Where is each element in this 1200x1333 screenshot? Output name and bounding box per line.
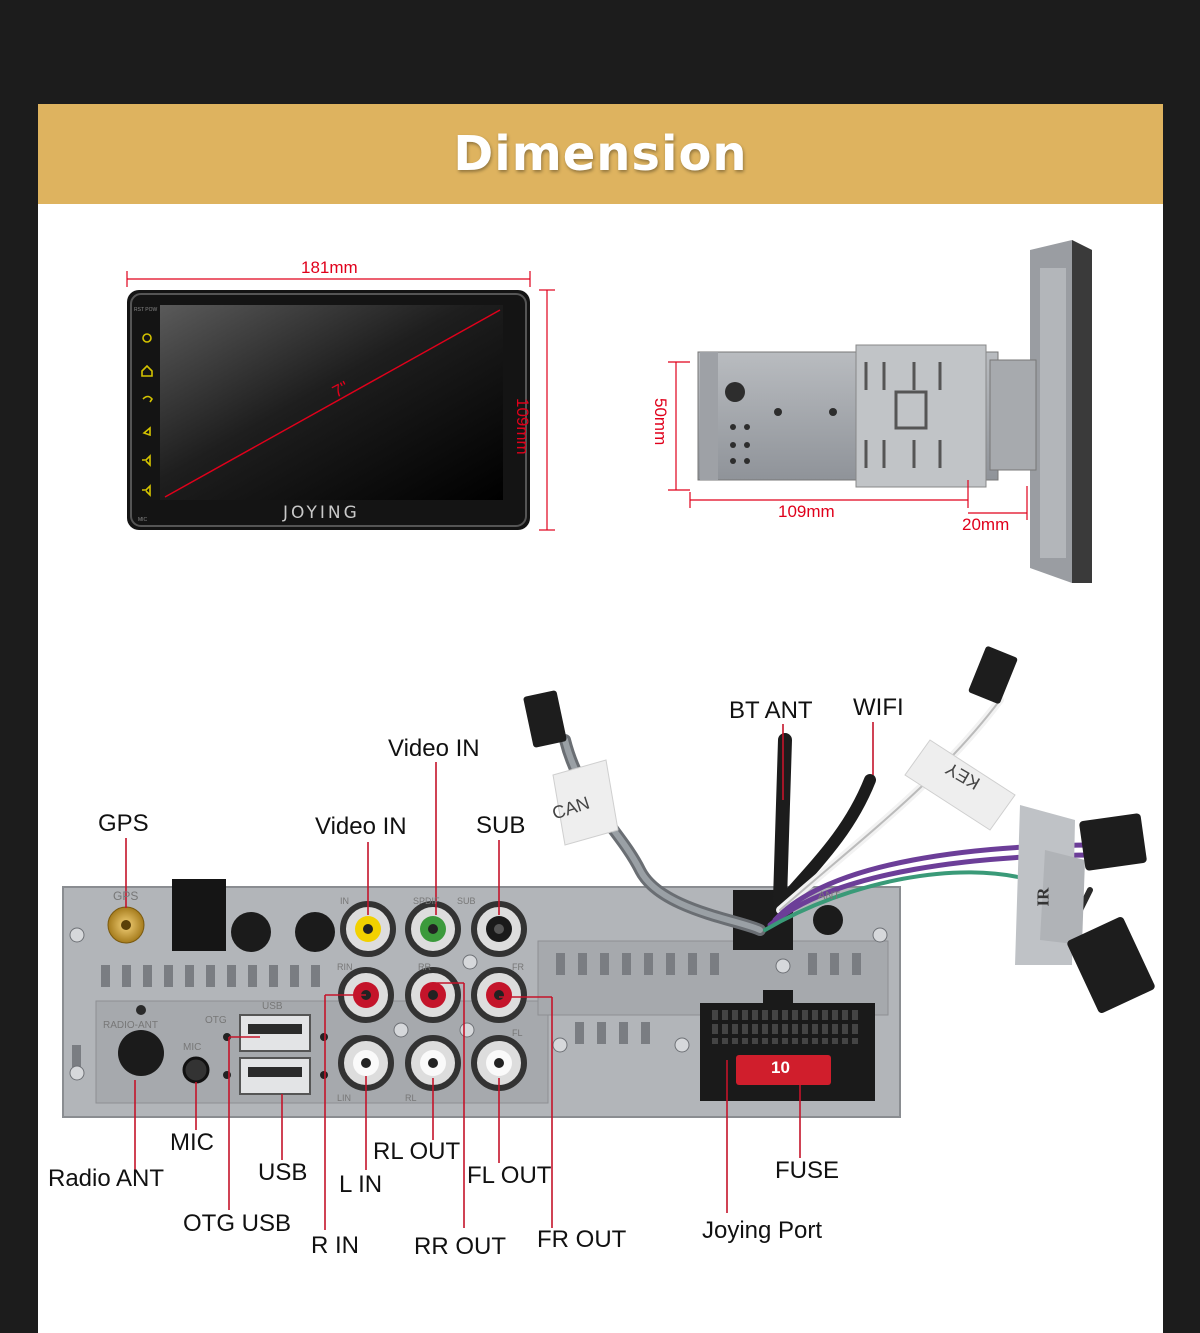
- front-mic-small-text: MIC: [138, 517, 148, 523]
- side-height-label: 50mm: [651, 398, 670, 446]
- silk-fr: FR: [512, 962, 524, 972]
- silk-rr: RR: [418, 962, 431, 972]
- front-brand-logo: JOYING: [283, 503, 360, 523]
- callout-gps: GPS: [98, 810, 149, 837]
- silk-lin: LIN: [337, 1093, 352, 1103]
- side-depth-label: 109mm: [778, 502, 835, 521]
- silk-fl: FL: [512, 1028, 523, 1038]
- callout-wifi: WIFI: [853, 694, 904, 721]
- silk-rl: RL: [405, 1093, 417, 1103]
- callout-fr-out: FR OUT: [537, 1226, 627, 1253]
- front-top-small-text: RST POW: [134, 307, 158, 313]
- diagonal-line: [164, 309, 501, 498]
- callout-fl-out: FL OUT: [467, 1162, 552, 1189]
- callout-rr-out: RR OUT: [414, 1233, 506, 1260]
- silk-spdif: SPDIF: [413, 896, 440, 906]
- silk-radio-ant: RADIO-ANT: [103, 1020, 158, 1031]
- back-panel-chassis: [62, 879, 901, 1118]
- silk-rin: RIN: [337, 962, 353, 972]
- silk-ant: ANT: [818, 890, 840, 902]
- side-view-unit: [697, 240, 1092, 583]
- side-button-icons: [141, 333, 153, 497]
- front-height-label: 109mm: [513, 398, 532, 455]
- front-dimension-lines: [126, 271, 555, 531]
- ir-tag-text: IR: [1033, 887, 1053, 907]
- callout-lines: [125, 722, 874, 1230]
- callout-l-in: L IN: [339, 1171, 383, 1198]
- callout-video-in: Video IN: [315, 813, 407, 840]
- callout-radio-ant: Radio ANT: [48, 1165, 165, 1192]
- callout-otg-usb: OTG USB: [183, 1210, 292, 1237]
- callout-sub: SUB: [476, 812, 526, 839]
- dimension-banner: Dimension: [38, 104, 1163, 204]
- front-view-unit: [127, 290, 530, 530]
- silk-otg: OTG: [205, 1015, 227, 1026]
- callout-bt-ant: BT ANT: [729, 697, 813, 724]
- callout-usb: USB: [258, 1159, 308, 1186]
- callout-r-in: R IN: [311, 1232, 359, 1259]
- front-width-label: 181mm: [301, 258, 358, 277]
- callout-joying-port: Joying Port: [702, 1217, 823, 1244]
- banner-title: Dimension: [453, 126, 748, 182]
- callout-fuse: FUSE: [775, 1157, 840, 1184]
- callout-video-in-top: Video IN: [388, 735, 480, 762]
- callout-rl-out: RL OUT: [373, 1138, 461, 1165]
- side-dimension-lines: [668, 361, 1028, 520]
- silk-gps: GPS: [113, 889, 139, 903]
- callout-mic: MIC: [170, 1129, 214, 1156]
- silk-mic: MIC: [183, 1042, 202, 1053]
- silk-sub: SUB: [457, 896, 476, 906]
- side-front-label: 20mm: [962, 515, 1010, 534]
- silk-usb: USB: [262, 1001, 283, 1012]
- silk-in: IN: [340, 896, 349, 906]
- wire-plugs: [523, 646, 1155, 1014]
- fuse-value: 10: [771, 1058, 790, 1077]
